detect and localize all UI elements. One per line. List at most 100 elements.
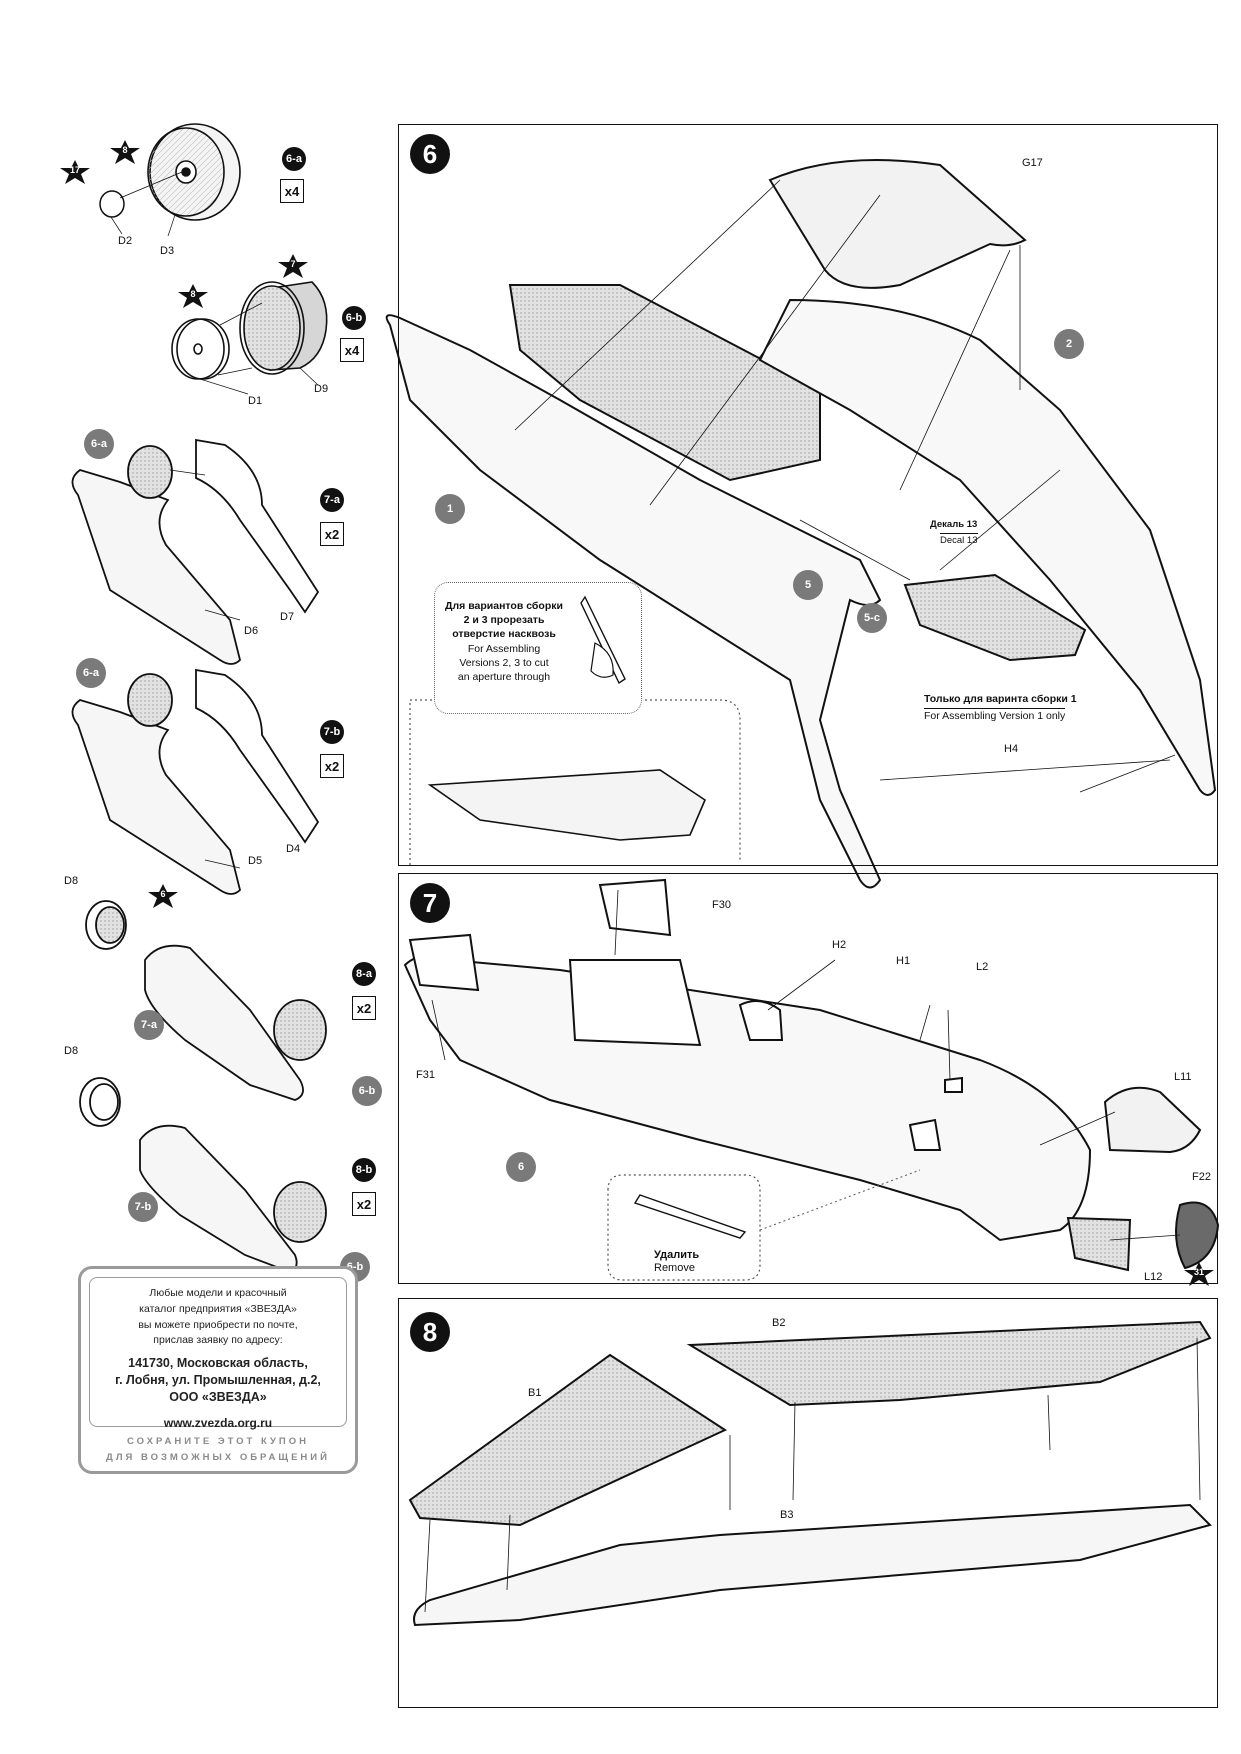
reference-badge-7a: 7-a: [134, 1010, 164, 1040]
star-icon: [178, 284, 208, 308]
decal-label-en: Decal 13: [940, 533, 978, 546]
coupon-footer-1: СОХРАНИТЕ ЭТОТ КУПОН: [127, 1436, 309, 1447]
part-label-d1: D1: [248, 395, 263, 407]
sub-assembly-badge-6a: 6-a: [282, 147, 306, 171]
reference-badge-6a: 6-a: [84, 429, 114, 459]
knife-icon: [580, 595, 626, 685]
step7-guide-lines: [431, 889, 1181, 1241]
contact-coupon: Любые модели и красочный каталог предпри…: [78, 1266, 358, 1474]
part-label-d6: D6: [244, 625, 259, 637]
step-6-panel: [398, 124, 1218, 866]
star-badge-31: 31: [1184, 1262, 1214, 1286]
quantity-x2: x2: [352, 996, 376, 1020]
cut-detail-frame: [409, 699, 741, 865]
quantity-x2: x2: [352, 1192, 376, 1216]
cut-note-ru-1: Для вариантов сборки: [445, 600, 563, 612]
coupon-address-1: 141730, Московская область,: [128, 1356, 308, 1370]
coupon-line-4: прислав заявку по адресу:: [153, 1334, 283, 1347]
coupon-line-2: каталог предприятия «ЗВЕЗДА»: [139, 1302, 297, 1315]
quantity-x4: x4: [280, 179, 304, 203]
part-label-d8: D8: [64, 875, 79, 887]
reference-badge-7b: 7-b: [128, 1192, 158, 1222]
fuselage-halves-drawing: [385, 159, 1217, 889]
fan-d3-drawing: [147, 123, 241, 221]
part-label-h2: H2: [832, 939, 847, 951]
wing-assembly-drawing: [408, 1320, 1212, 1627]
coupon-line-3: вы можете приобрести по почте,: [138, 1318, 298, 1331]
coupon-address-2: г. Лобня, ул. Промышленная, д.2,: [115, 1372, 321, 1387]
sub-assembly-badge-7a: 7-a: [320, 488, 344, 512]
cut-note-ru-2: 2 и 3 прорезать: [463, 614, 545, 627]
quantity-x2: x2: [320, 522, 344, 546]
knife-drawing-7: [633, 1194, 747, 1239]
sub-assembly-badge-7b: 7-b: [320, 720, 344, 744]
part-label-d7: D7: [280, 611, 295, 623]
part-label-d4: D4: [286, 843, 301, 855]
coupon-text-box: Любые модели и красочный каталог предпри…: [89, 1277, 347, 1430]
nacelle-7a-drawing: [71, 438, 320, 665]
quantity-x2: x2: [320, 754, 344, 778]
coupon-address-3: ООО «ЗВЕЗДА»: [169, 1389, 267, 1404]
part-label-h1: H1: [896, 955, 911, 967]
part-label-l2: L2: [976, 961, 989, 973]
cut-aperture-note: Для вариантов сборки 2 и 3 прорезать отв…: [434, 582, 642, 714]
version-note-ru: Только для варинта сборки 1: [924, 693, 1077, 705]
sub-assembly-badge-8b: 8-b: [352, 1158, 376, 1182]
intake-d9-drawing: [239, 281, 328, 375]
cut-note-en-3: an aperture through: [457, 670, 551, 683]
part-label-f22: F22: [1192, 1171, 1211, 1183]
remove-note-en: Remove: [654, 1262, 695, 1274]
star-badge-8: 8: [178, 284, 208, 308]
sub-assembly-badge-8a: 8-a: [352, 962, 376, 986]
remove-note-ru: Удалить: [654, 1249, 700, 1261]
decal-label-ru: Декаль 13: [930, 519, 978, 530]
cut-note-ru-3: отверстие насквозь: [452, 628, 556, 641]
nacelle-7b-drawing: [71, 668, 320, 895]
reference-badge-6b: 6-b: [352, 1076, 382, 1106]
part-label-d8: D8: [64, 1045, 79, 1057]
part-label-f30: F30: [712, 899, 731, 911]
step8-guide-lines: [424, 1337, 1201, 1613]
coupon-website[interactable]: www.zvezda.org.ru: [163, 1415, 273, 1430]
part-label-b1: B1: [528, 1387, 542, 1399]
engine-8a-drawing: [85, 900, 327, 1101]
disc-d1-drawing: [171, 318, 230, 380]
step6-guide-lines: [514, 179, 1176, 793]
coupon-line-1: Любые модели и красочный: [149, 1287, 287, 1299]
version-note-en: For Assembling Version 1 only: [924, 708, 1066, 722]
part-label-h4: H4: [1004, 743, 1019, 755]
step-6-number: 6: [410, 134, 450, 174]
part-label-d2: D2: [118, 235, 133, 247]
reference-badge-1: 1: [435, 494, 465, 524]
part-label-d3: D3: [160, 245, 175, 257]
step-7-panel: [398, 873, 1218, 1284]
part-label-b2: B2: [772, 1317, 786, 1329]
reference-badge-6: 6: [506, 1152, 536, 1182]
reference-badge-6a: 6-a: [76, 658, 106, 688]
star-badge-7: 7: [278, 254, 308, 278]
star-icon: [1184, 1262, 1214, 1286]
quantity-x4: x4: [340, 338, 364, 362]
part-label-f31: F31: [416, 1069, 435, 1081]
step-7-number: 7: [410, 883, 450, 923]
reference-badge-5: 5: [793, 570, 823, 600]
star-badge-17: 17: [60, 160, 90, 184]
step-8-panel: [398, 1298, 1218, 1708]
part-label-l11: L11: [1174, 1071, 1192, 1083]
part-label-d5: D5: [248, 855, 263, 867]
reference-badge-5c: 5-c: [857, 603, 887, 633]
part-label-l12: L12: [1144, 1271, 1163, 1283]
reference-badge-2: 2: [1054, 329, 1084, 359]
star-icon: [148, 884, 178, 908]
cut-note-en-2: Versions 2, 3 to cut: [459, 656, 549, 669]
step-8-number: 8: [410, 1312, 450, 1352]
star-icon: [60, 160, 90, 184]
engine-8b-drawing: [79, 1077, 327, 1273]
star-icon: [110, 140, 140, 164]
fuselage-assembly-drawing: [403, 878, 1220, 1272]
star-icon: [278, 254, 308, 278]
sub-assembly-badge-6b: 6-b: [342, 306, 366, 330]
part-label-b3: B3: [780, 1509, 794, 1521]
star-badge-6: 6: [148, 884, 178, 908]
